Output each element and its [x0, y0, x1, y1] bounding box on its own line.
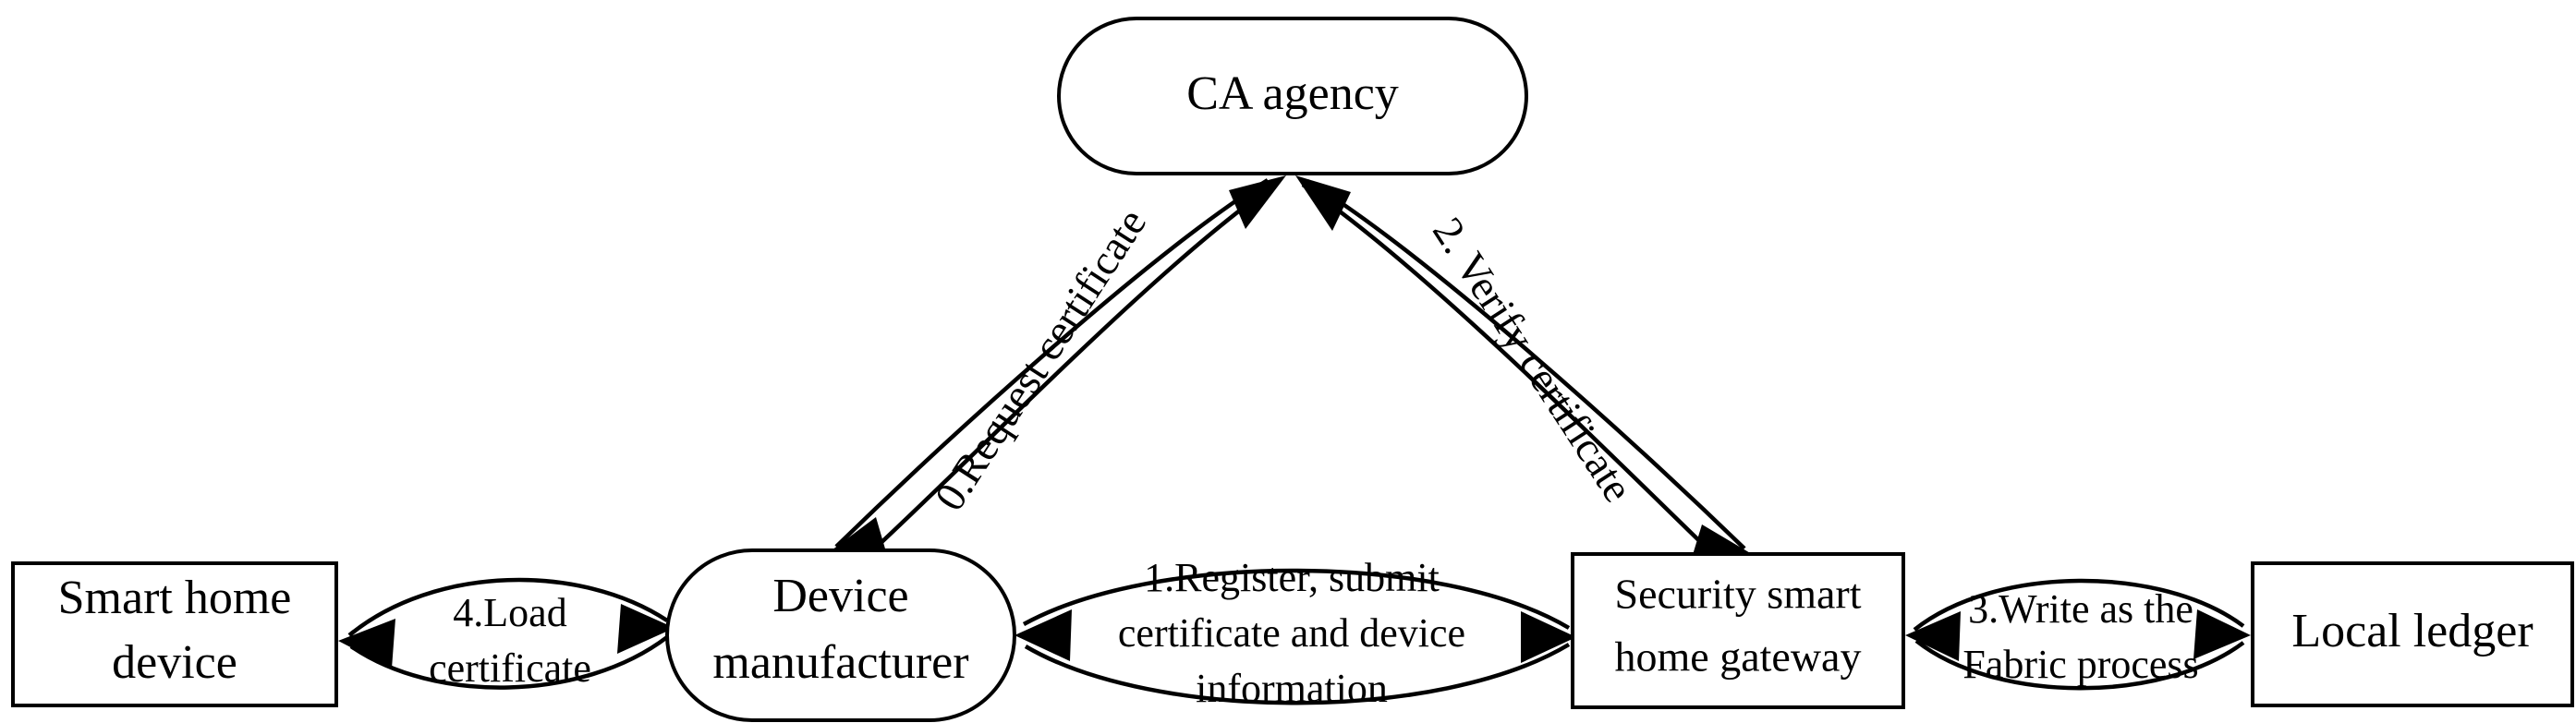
edge-write-fabric[interactable]: 3.Write as the Fabric process — [1905, 578, 2251, 691]
node-smart-home-device-label-line2: device — [112, 636, 237, 689]
edge-label-register-line3: information — [1196, 666, 1388, 711]
node-security-gateway-label-line1: Security smart — [1615, 571, 1862, 618]
edge-request-certificate[interactable]: 0.Request certificate — [832, 175, 1286, 561]
node-device-manufacturer-label-line1: Device — [772, 570, 908, 622]
edge-label-register-line1: 1.Register, submit — [1144, 555, 1440, 600]
edge-label-write-fabric-line1: 3.Write as the — [1968, 586, 2193, 632]
arrowhead-into-smart-device — [338, 619, 395, 669]
edge-verify-certificate[interactable]: 2. Verify certificate — [1295, 175, 1752, 567]
node-ca-agency-label: CA agency — [1186, 67, 1399, 120]
node-smart-home-device-shape — [11, 561, 338, 707]
edge-register-submit-path-lower — [1024, 643, 1571, 705]
arrowhead-into-gateway-right — [1905, 611, 1961, 661]
edge-write-fabric-path-upper — [1913, 578, 2245, 632]
edge-label-request-certificate: 0.Request certificate — [926, 200, 1156, 519]
edge-verify-certificate-path-upper — [1306, 179, 1746, 550]
edge-load-certificate[interactable]: 4.Load certificate — [338, 577, 674, 691]
edge-write-fabric-path-lower — [1914, 639, 2245, 691]
node-security-gateway-label-line2: home gateway — [1615, 633, 1862, 681]
edge-label-load-certificate-line1: 4.Load — [453, 590, 566, 635]
edge-load-certificate-path-upper — [347, 577, 669, 637]
node-local-ledger[interactable]: Local ledger — [2251, 561, 2574, 707]
node-ca-agency[interactable]: CA agency — [1057, 17, 1528, 175]
arrowhead-into-ca-left — [1229, 175, 1286, 229]
arrowhead-into-manufacturer-right — [1015, 609, 1072, 661]
arrowhead-into-gateway-left — [1521, 611, 1576, 663]
edge-label-write-fabric-line2: Fabric process — [1962, 642, 2198, 687]
edge-label-load-certificate-line2: certificate — [429, 645, 591, 691]
edge-register-submit-path-upper — [1022, 568, 1571, 630]
node-local-ledger-shape — [2251, 561, 2574, 707]
arrowhead-into-ledger — [2193, 609, 2251, 659]
node-smart-home-device-label-line1: Smart home — [58, 572, 292, 624]
node-security-gateway[interactable]: Security smart home gateway — [1571, 552, 1905, 709]
edge-label-verify-certificate: 2. Verify certificate — [1424, 209, 1642, 510]
edge-request-certificate-path-upper — [834, 178, 1270, 548]
node-security-gateway-shape — [1571, 552, 1905, 709]
edge-verify-certificate-path-lower — [1301, 183, 1719, 560]
edge-label-register-line2: certificate and device — [1118, 610, 1465, 656]
arrowhead-into-ca-right — [1295, 175, 1351, 231]
node-ca-agency-shape — [1057, 17, 1528, 175]
node-smart-home-device[interactable]: Smart home device — [11, 561, 338, 707]
node-device-manufacturer-shape — [665, 548, 1016, 722]
node-device-manufacturer-label-line2: manufacturer — [712, 636, 968, 689]
arrowhead-into-manufacturer-left — [617, 604, 674, 654]
node-device-manufacturer[interactable]: Device manufacturer — [665, 548, 1016, 722]
edge-register-submit[interactable]: 1.Register, submit certificate and devic… — [1015, 555, 1576, 711]
node-local-ledger-label: Local ledger — [2291, 605, 2533, 657]
edge-request-certificate-path-lower — [862, 181, 1279, 560]
